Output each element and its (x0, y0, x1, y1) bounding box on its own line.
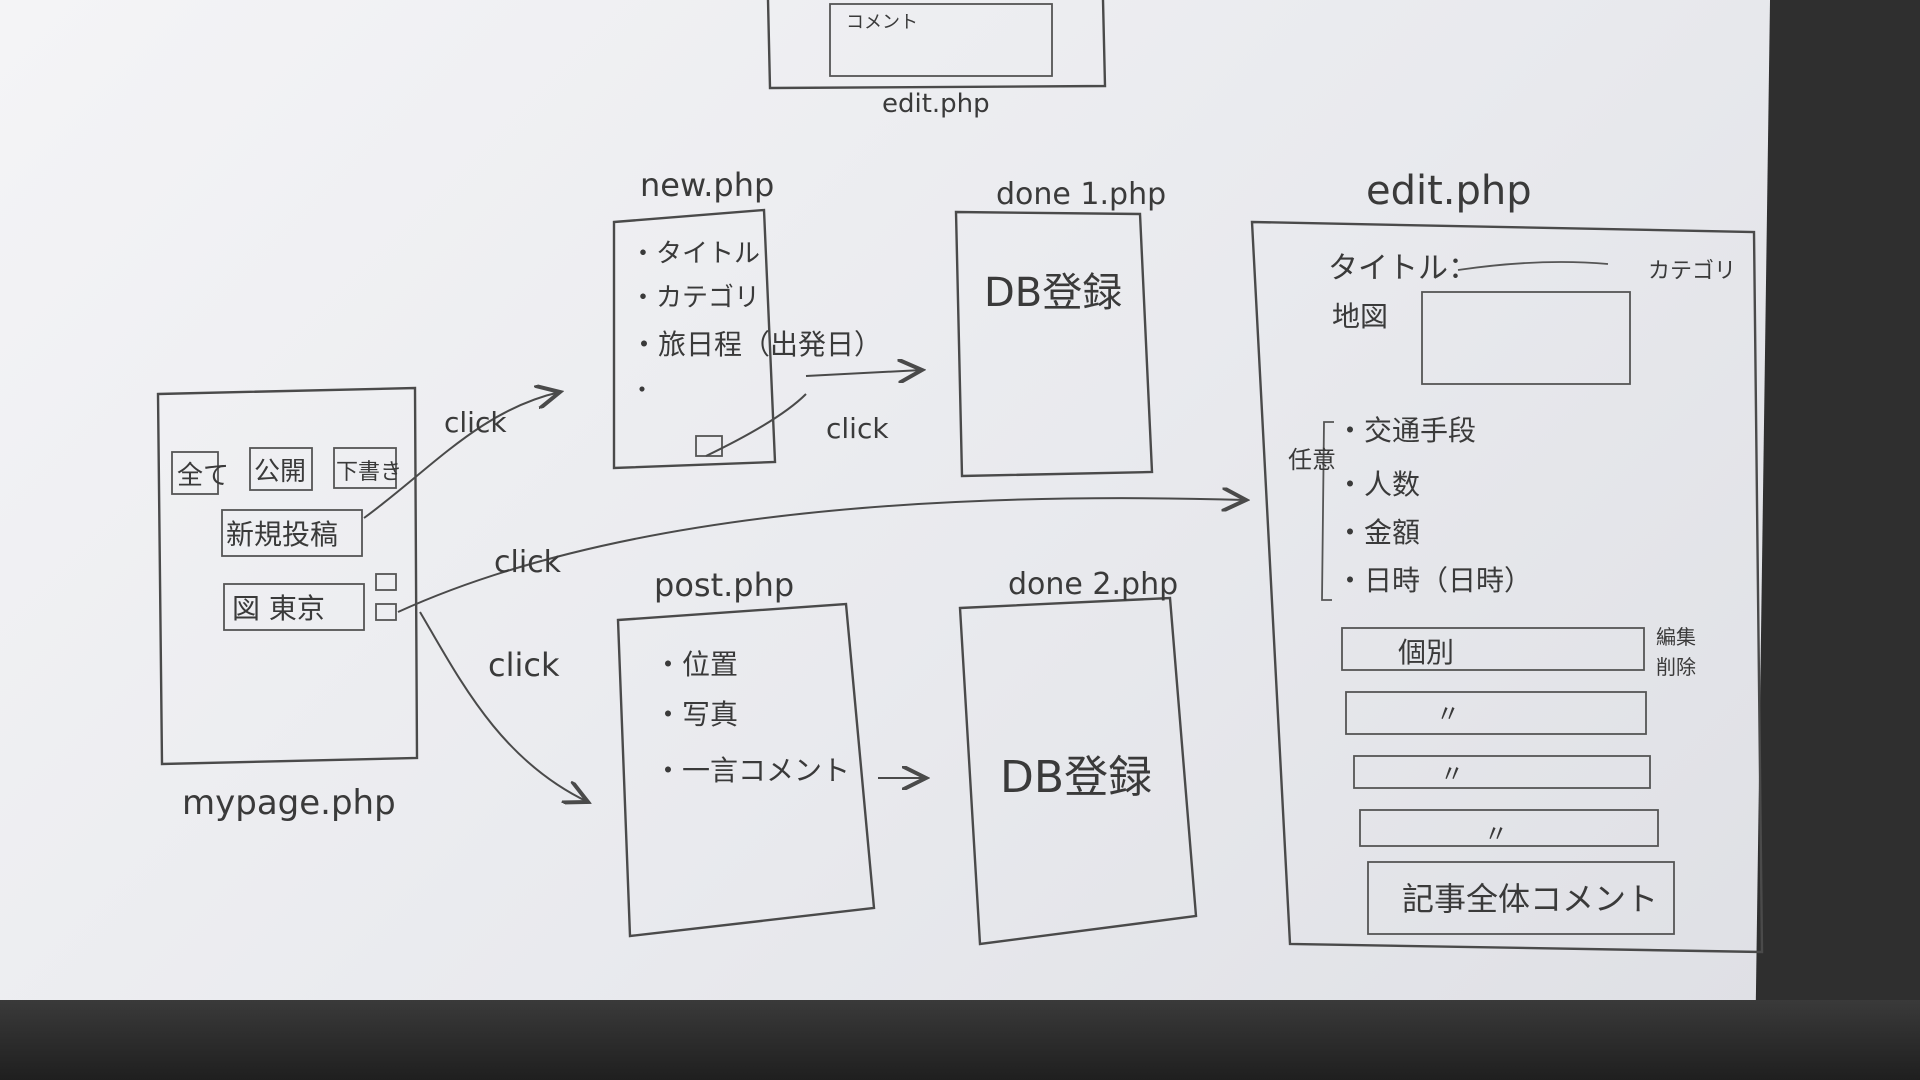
new-page-label: new.php (640, 166, 774, 204)
new-field-title: ・タイトル (630, 239, 760, 269)
edit-map-label: 地図 (1332, 300, 1388, 333)
tab-draft-label: 下書き (336, 460, 402, 485)
post-list-item-label: 図 東京 (232, 592, 325, 625)
delete-link[interactable]: 削除 (1656, 655, 1696, 679)
arrow-mypage-to-post (419, 611, 588, 802)
optional-people: ・人数 (1336, 468, 1420, 501)
arrow-new-to-done1 (805, 370, 922, 376)
top-comment-label: コメント (846, 12, 918, 33)
arrow-label-3: click (494, 545, 562, 580)
new-submit-button[interactable] (695, 435, 723, 457)
new-field-category: ・カテゴリ (630, 283, 760, 313)
entry-row-1-label: 個別 (1398, 636, 1454, 669)
entry-row-3[interactable] (1353, 755, 1651, 789)
done2-content: DB登録 (1000, 752, 1152, 803)
optional-datetime: ・日時（日時） (1336, 564, 1532, 597)
new-post-button-label: 新規投稿 (226, 518, 338, 551)
tab-draft[interactable] (333, 447, 397, 489)
add-post-checkbox[interactable] (375, 603, 397, 621)
arrow-new-to-done1-curve (705, 393, 807, 457)
entry-row-4-label: 〃 (1484, 820, 1508, 848)
entry-row-4[interactable] (1359, 809, 1659, 847)
arrow-mypage-to-new (363, 392, 560, 519)
arrow-label-2: click (826, 412, 889, 445)
new-field-schedule: ・旅日程（出発日） (630, 328, 882, 361)
arrow-mypage-to-edit (397, 498, 1246, 613)
tab-public[interactable] (249, 447, 313, 491)
new-field-more: ・ (630, 376, 654, 404)
overall-comment-label: 記事全体コメント (1402, 880, 1658, 918)
new-page-wireframe: new.php ・タイトル ・カテゴリ ・旅日程（出発日） ・ (612, 166, 882, 470)
post-field-photo: ・写真 (654, 698, 738, 731)
done2-page-label: done 2.php (1008, 567, 1178, 602)
tab-public-label: 公開 (254, 457, 306, 487)
post-list-item[interactable] (223, 583, 365, 631)
done1-wireframe: done 1.php DB登録 (954, 177, 1166, 478)
post-field-comment: ・一言コメント (654, 754, 850, 787)
desk-background (0, 1000, 1920, 1080)
mypage-page-label: mypage.php (182, 783, 396, 823)
edit-post-checkbox[interactable] (375, 573, 397, 591)
done1-page-label: done 1.php (996, 177, 1166, 212)
paper-sheet (0, 0, 1770, 1000)
post-page-wireframe: post.php ・位置 ・写真 ・一言コメント (616, 566, 876, 938)
optional-bracket (1321, 421, 1334, 601)
arrow-label-1: click (444, 406, 507, 439)
top-partial-edit-page: コメント edit.php (766, 0, 1107, 119)
entry-row-2[interactable] (1345, 691, 1647, 735)
optional-amount: ・金額 (1336, 516, 1420, 549)
optional-label-1: 任意 (1288, 446, 1336, 474)
edit-page-wireframe: edit.php タイトル： カテゴリ 地図 任意 ・交通手段 ・人数 ・金額 … (1250, 168, 1764, 954)
entry-row-2-label: 〃 (1436, 700, 1460, 728)
post-page-label: post.php (654, 566, 794, 604)
done1-content: DB登録 (984, 270, 1122, 316)
done2-wireframe: done 2.php DB登録 (958, 567, 1198, 946)
entry-row-1[interactable] (1341, 627, 1645, 671)
tab-all[interactable] (171, 451, 219, 495)
edit-title-input[interactable] (1457, 261, 1609, 271)
edit-map-area[interactable] (1421, 291, 1631, 385)
new-post-button[interactable] (221, 509, 363, 557)
flow-arrows: click click click click (363, 370, 1246, 802)
mypage-wireframe: 全て 公開 下書き 新規投稿 図 東京 mypage.php (156, 386, 419, 823)
tab-all-label: 全て (177, 461, 229, 491)
edit-link[interactable]: 編集 (1656, 625, 1696, 649)
edit-title-label: タイトル： (1328, 251, 1478, 286)
arrow-label-4: click (488, 646, 560, 684)
overall-comment-button[interactable] (1367, 861, 1675, 935)
edit-category-label: カテゴリ (1648, 259, 1736, 284)
edit-page-label: edit.php (1366, 168, 1532, 214)
entry-row-3-label: 〃 (1440, 760, 1464, 788)
optional-transport: ・交通手段 (1336, 414, 1476, 447)
post-field-location: ・位置 (654, 648, 738, 681)
top-page-label: edit.php (882, 89, 990, 119)
